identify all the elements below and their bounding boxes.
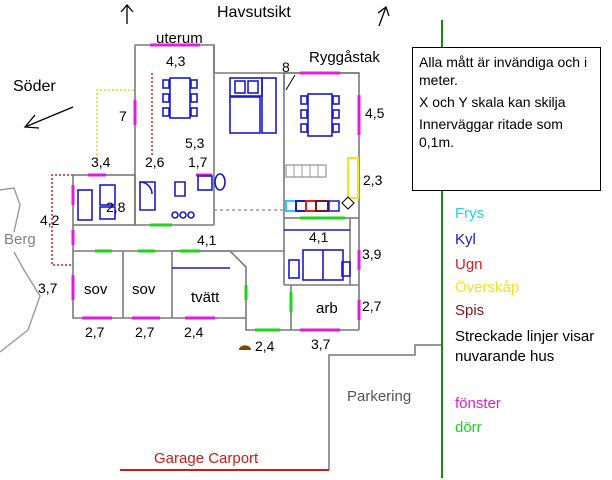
dim-bath-depth: 2,8 [106, 199, 126, 215]
doors [95, 216, 345, 332]
existing-house-dashed [51, 73, 153, 266]
note-line: X och Y skala kan skilja [419, 94, 566, 110]
dim-bottom-3: 2,4 [184, 324, 204, 340]
entry-lamp [239, 345, 251, 350]
parking-outline [328, 344, 442, 470]
arrow-south [23, 106, 74, 129]
room-sov-1: sov [84, 281, 108, 298]
ridge-pointer [285, 74, 296, 91]
dim-living-width: 4,1 [309, 229, 329, 245]
dim-ridge: 8 [282, 59, 290, 75]
dim-sov-depth: 3,7 [38, 280, 58, 296]
dim-bath-width: 1,7 [188, 154, 208, 170]
legend-door: dörr [455, 419, 482, 436]
south-label: Söder [13, 78, 56, 95]
dim-arb-depth: 2,7 [362, 298, 382, 314]
dim-bottom-2: 2,7 [135, 324, 155, 340]
north-label: Havsutsikt [217, 4, 291, 21]
notes-box: Alla mått är invändiga och i meter. X oc… [412, 47, 601, 191]
legend-dashed: Streckade linjer visar nuvarande hus [455, 328, 595, 365]
dim-living-depth: 3,9 [362, 246, 382, 262]
dim-uterum-width: 4,3 [166, 53, 186, 69]
kitchen-appliances [285, 157, 359, 212]
dim-entry: 2,4 [255, 338, 275, 354]
dim-hall-left: 3,4 [91, 154, 111, 170]
room-arb: arb [316, 300, 338, 317]
furniture [77, 77, 351, 281]
room-tvatt: tvätt [191, 289, 220, 306]
garage-label: Garage Carport [154, 450, 259, 467]
ridge-dashed [96, 89, 135, 155]
legend-window: fönster [455, 395, 501, 412]
rock-outline [0, 187, 41, 353]
arrow-north-left [120, 4, 134, 24]
dim-kitchen-right: 2,3 [363, 172, 383, 188]
legend-ugn: Ugn [455, 256, 483, 273]
ridge-label: Ryggåstak [309, 49, 380, 66]
dim-living-right: 4,5 [365, 105, 385, 121]
legend-frys: Frys [455, 205, 485, 222]
arrow-north-right [377, 5, 390, 27]
note-line: Alla mått är invändiga och i meter. [419, 54, 588, 88]
dim-hall-mid: 2,6 [145, 154, 165, 170]
legend-overskap: Överskåp [455, 279, 520, 296]
rock-label: Berg [4, 231, 36, 248]
dim-corridor: 4,1 [197, 232, 217, 248]
room-uterum: uterum [156, 30, 203, 47]
dim-dining-depth: 5,3 [185, 135, 205, 151]
dim-uterum-height: 7 [119, 108, 127, 124]
dim-bottom-4: 3,7 [311, 336, 331, 352]
dim-bottom-1: 2,7 [85, 324, 105, 340]
room-sov-2: sov [132, 281, 156, 298]
parking-label: Parkering [347, 388, 412, 405]
note-line: Innerväggar ritade som 0,1m. [419, 116, 563, 150]
windows [71, 43, 361, 332]
legend-kyl: Kyl [455, 231, 476, 248]
legend-spis: Spis [455, 302, 485, 319]
dim-left-wing: 4,2 [40, 212, 60, 228]
